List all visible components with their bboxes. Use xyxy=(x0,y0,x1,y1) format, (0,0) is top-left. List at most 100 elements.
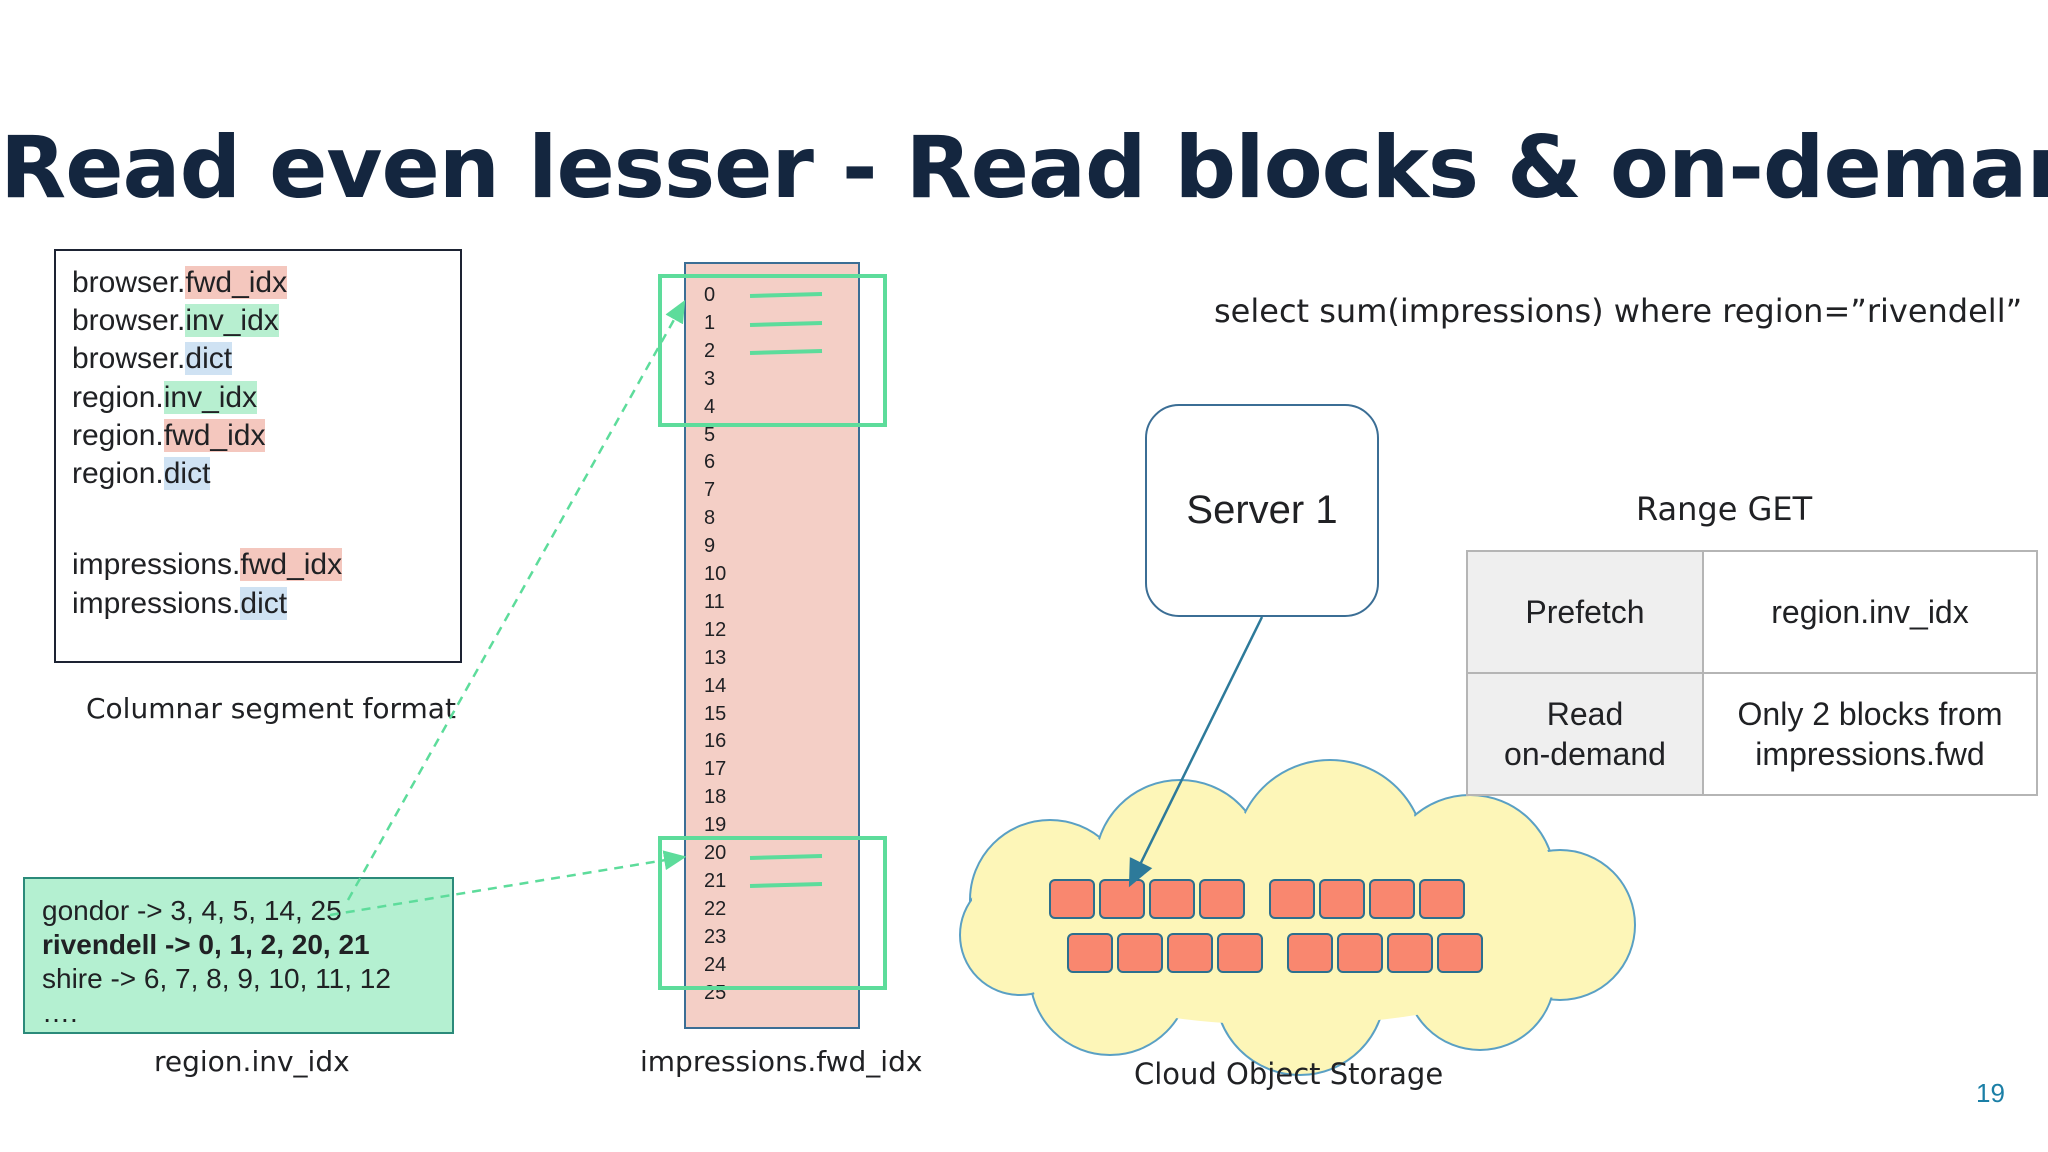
storage-block xyxy=(1199,879,1245,919)
file-prefix: region. xyxy=(72,457,164,490)
file-suffix-dict: dict xyxy=(240,587,288,620)
pointer-arrow-top xyxy=(346,299,686,901)
query-text: select sum(impressions) where region=”ri… xyxy=(1214,292,2023,330)
segment-file-item: browser.inv_idx xyxy=(72,302,279,340)
row-number: 12 xyxy=(704,618,727,641)
storage-block xyxy=(1437,933,1483,973)
row-number: 0 xyxy=(704,284,716,306)
forward-index-column xyxy=(684,262,860,1029)
storage-block xyxy=(1067,933,1113,973)
range-get-value: Only 2 blocks from impressions.fwd xyxy=(1702,672,2038,796)
row-number: 19 xyxy=(704,814,727,837)
segment-format-caption: Columnar segment format xyxy=(86,692,456,725)
storage-block xyxy=(1369,879,1415,919)
storage-block xyxy=(1217,933,1263,973)
storage-block xyxy=(1269,879,1315,919)
server-to-storage-arrow xyxy=(1128,616,1264,888)
row-number: 3 xyxy=(704,367,716,390)
file-prefix: impressions. xyxy=(72,587,241,620)
inverted-index-box xyxy=(23,877,454,1034)
file-prefix: browser. xyxy=(72,266,186,299)
inverted-index-entry: …. xyxy=(42,997,78,1028)
inverted-index-caption: region.inv_idx xyxy=(154,1045,350,1078)
range-get-row-read: Read on-demand Only 2 blocks from impres… xyxy=(1466,672,2038,796)
file-suffix-inv: inv_idx xyxy=(163,381,258,414)
storage-block xyxy=(1387,933,1433,973)
file-prefix: region. xyxy=(72,419,164,452)
row-number: 24 xyxy=(704,953,727,976)
file-suffix-fwd: fwd_idx xyxy=(240,548,343,581)
row-marker xyxy=(749,882,823,888)
file-prefix: browser. xyxy=(72,342,186,375)
range-get-title: Range GET xyxy=(1636,490,1813,528)
segment-file-item: browser.fwd_idx xyxy=(72,264,288,302)
file-suffix-dict: dict xyxy=(185,342,233,375)
range-get-label: Prefetch xyxy=(1466,550,1704,674)
row-number: 17 xyxy=(704,758,727,781)
pointer-arrow-bottom xyxy=(329,850,687,917)
storage-block xyxy=(1337,933,1383,973)
segment-file-item: region.fwd_idx xyxy=(72,417,266,455)
forward-index-caption: impressions.fwd_idx xyxy=(640,1045,923,1078)
file-suffix-fwd: fwd_idx xyxy=(185,266,288,299)
segment-file-item: impressions.fwd_idx xyxy=(72,546,343,584)
row-number: 4 xyxy=(704,395,716,418)
row-marker xyxy=(749,292,823,298)
file-prefix: region. xyxy=(72,381,164,414)
inverted-index-entry: shire -> 6, 7, 8, 9, 10, 11, 12 xyxy=(42,963,391,994)
file-suffix-fwd: fwd_idx xyxy=(163,419,266,452)
row-number: 22 xyxy=(704,897,727,920)
segment-file-item: browser.dict xyxy=(72,340,233,378)
range-get-row-prefetch: Prefetch region.inv_idx xyxy=(1466,550,2038,674)
row-number: 14 xyxy=(704,674,727,697)
row-marker xyxy=(749,854,823,860)
row-marker xyxy=(749,321,823,327)
row-number: 8 xyxy=(704,507,716,530)
range-get-value: region.inv_idx xyxy=(1702,550,2038,674)
row-number: 5 xyxy=(704,423,716,446)
storage-block xyxy=(1419,879,1465,919)
row-number: 7 xyxy=(704,479,716,502)
file-suffix-inv: inv_idx xyxy=(185,304,279,337)
storage-block xyxy=(1149,879,1195,919)
storage-block xyxy=(1049,879,1095,919)
storage-block xyxy=(1167,933,1213,973)
row-number: 15 xyxy=(704,702,727,725)
storage-blocks xyxy=(1049,879,1483,973)
row-number: 13 xyxy=(704,646,727,669)
storage-block xyxy=(1099,879,1145,919)
segment-file-item: region.dict xyxy=(72,455,211,493)
cloud-storage-caption: Cloud Object Storage xyxy=(1134,1057,1444,1091)
row-number: 1 xyxy=(704,311,716,334)
server-node: Server 1 xyxy=(1145,404,1379,617)
row-marker xyxy=(749,349,823,355)
range-get-label: Read on-demand xyxy=(1466,672,1704,796)
row-number: 21 xyxy=(704,869,727,892)
inverted-index-entry: rivendell -> 0, 1, 2, 20, 21 xyxy=(42,929,370,960)
slide-title: Read even lesser - Read blocks & on-dema… xyxy=(0,118,2048,218)
row-number: 11 xyxy=(704,590,725,613)
row-number: 23 xyxy=(704,925,727,948)
row-number: 18 xyxy=(704,786,727,809)
server-label: Server 1 xyxy=(1186,488,1338,532)
file-suffix-dict: dict xyxy=(163,457,211,490)
row-number: 20 xyxy=(704,842,727,864)
file-prefix: browser. xyxy=(72,304,186,337)
row-number: 10 xyxy=(704,563,727,585)
inverted-index-entry: gondor -> 3, 4, 5, 14, 25 xyxy=(42,895,342,926)
row-number: 9 xyxy=(704,535,716,558)
page-number: 19 xyxy=(1976,1078,2005,1108)
storage-block xyxy=(1117,933,1163,973)
file-prefix: impressions. xyxy=(72,548,241,581)
segment-format-box xyxy=(54,249,462,663)
segment-file-item: impressions.dict xyxy=(72,585,288,623)
storage-block xyxy=(1287,933,1333,973)
storage-block xyxy=(1319,879,1365,919)
range-get-table: Prefetch region.inv_idx Read on-demand O… xyxy=(1466,550,2038,796)
row-number: 2 xyxy=(704,339,716,362)
segment-file-item: region.inv_idx xyxy=(72,379,258,417)
selection-block-bottom xyxy=(658,836,887,990)
row-number: 6 xyxy=(704,451,716,474)
row-number: 16 xyxy=(704,730,727,753)
